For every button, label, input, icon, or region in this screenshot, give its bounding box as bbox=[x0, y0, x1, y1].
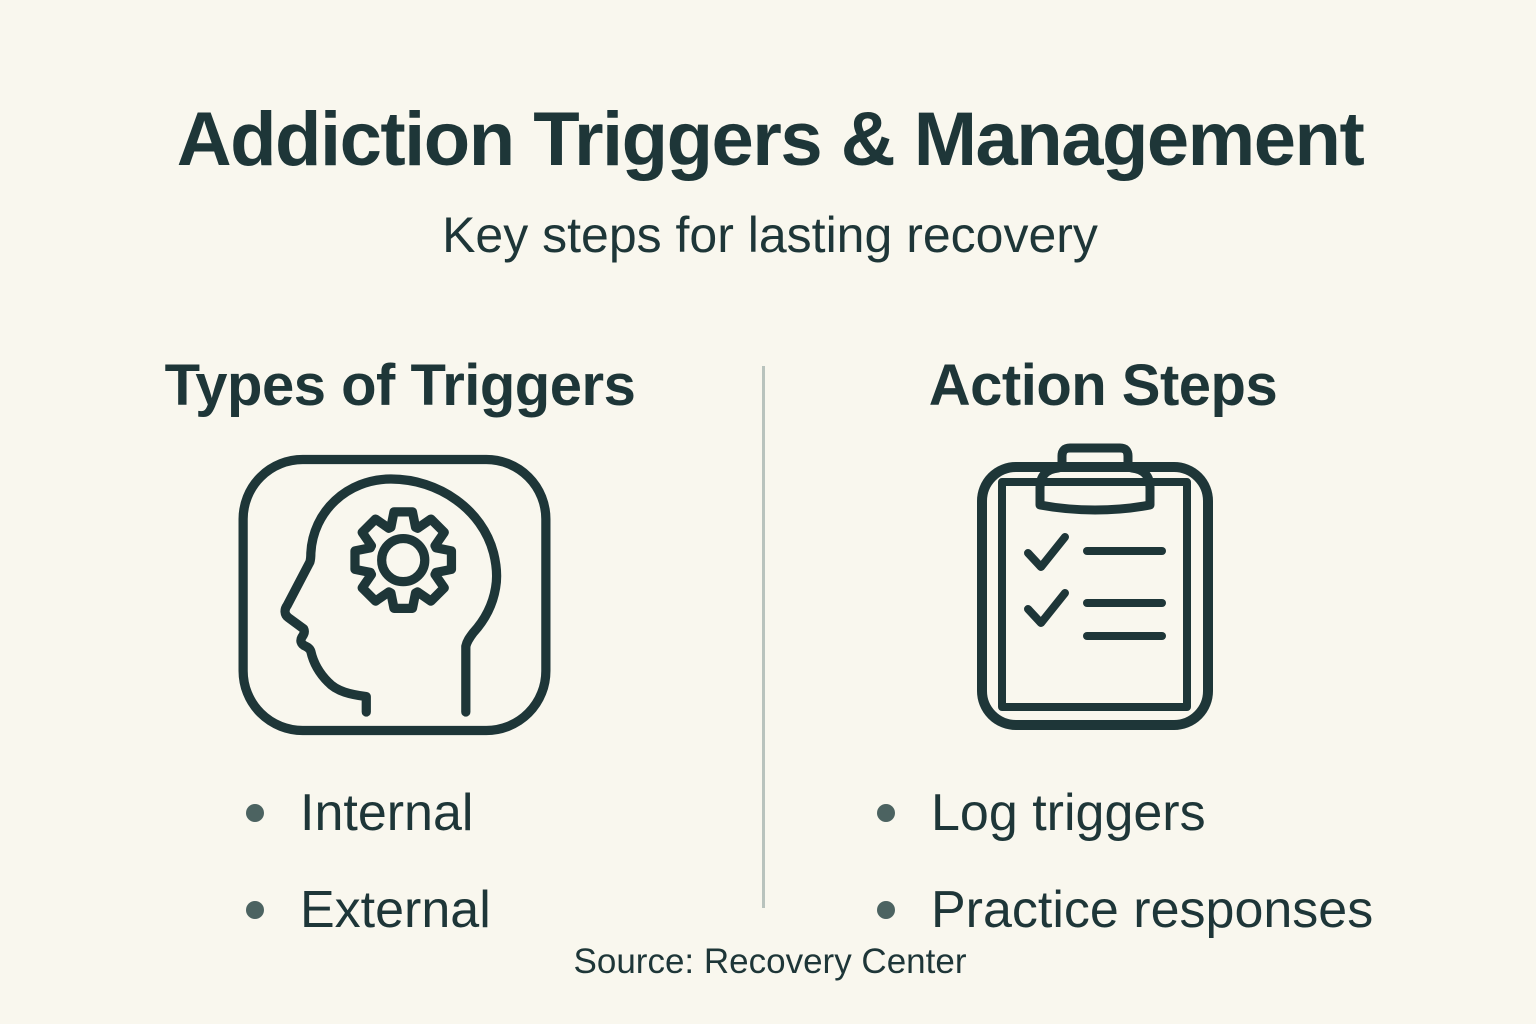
list-item: Log triggers bbox=[877, 764, 1373, 861]
bullet-label: Internal bbox=[300, 783, 474, 842]
column-divider bbox=[762, 366, 765, 908]
right-bullet-list: Log triggers Practice responses bbox=[877, 764, 1373, 958]
bullet-label: External bbox=[300, 880, 491, 939]
bullet-dot-icon bbox=[246, 803, 264, 822]
source-attribution: Source: Recovery Center bbox=[573, 942, 967, 981]
bullet-dot-icon bbox=[877, 803, 895, 822]
left-bullet-list: Internal External bbox=[246, 764, 491, 958]
page-subtitle: Key steps for lasting recovery bbox=[442, 207, 1098, 263]
list-item: Internal bbox=[246, 764, 491, 861]
page-title: Addiction Triggers & Management bbox=[176, 97, 1365, 182]
bullet-label: Log triggers bbox=[931, 783, 1206, 842]
head-with-gear-icon bbox=[238, 454, 551, 736]
bullet-label: Practice responses bbox=[931, 880, 1374, 939]
list-item: Practice responses bbox=[877, 861, 1373, 958]
left-column-heading: Types of Triggers bbox=[164, 353, 636, 418]
bullet-dot-icon bbox=[877, 900, 895, 919]
clipboard-checklist-icon bbox=[973, 443, 1217, 735]
right-column-heading: Action Steps bbox=[928, 353, 1278, 418]
list-item: External bbox=[246, 861, 491, 958]
bullet-dot-icon bbox=[246, 900, 264, 919]
